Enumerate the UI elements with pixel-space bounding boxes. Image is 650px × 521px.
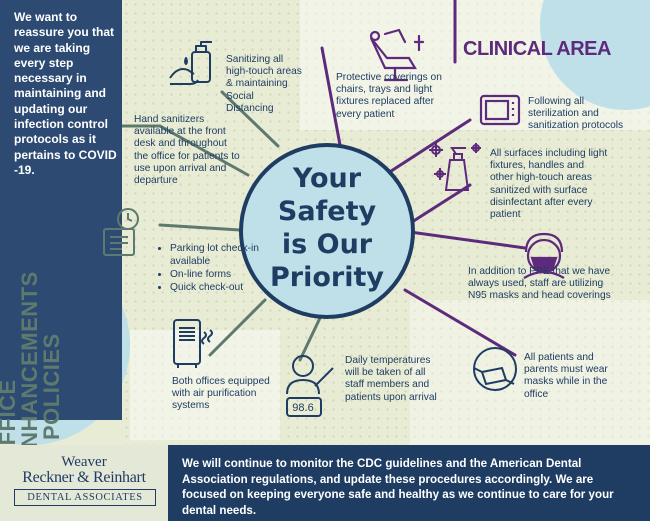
bottom-left-panel [130, 330, 280, 440]
line-sterilization [383, 118, 472, 177]
hand-sanitizers-text: Hand sanitizers available at the front d… [134, 114, 240, 187]
list-item: Parking lot check-in available [170, 242, 262, 268]
list-item: Quick check-out [170, 281, 262, 294]
line-parking [158, 223, 242, 232]
line-surfaces [410, 183, 472, 224]
intro-panel [0, 0, 122, 420]
title-line-1: Your [292, 163, 362, 194]
masked-staff-icon [523, 232, 565, 279]
clinical-area-heading: CLINICAL AREA [463, 38, 611, 60]
surfaces-text: All surfaces including light fixtures, h… [490, 148, 608, 221]
logo-panel [0, 445, 168, 521]
center-title: Your Safety is Our Priority [239, 162, 415, 294]
air-purifier-icon [173, 319, 213, 368]
sterilization-text: Following all sterilization and sanitiza… [528, 96, 624, 132]
connector-lines [108, 0, 527, 362]
title-line-3: is Our [281, 229, 373, 260]
line-patients [403, 288, 517, 357]
patients-masks-text: All patients and parents must wear masks… [524, 352, 608, 400]
parking-list: Parking lot check-in available On-line f… [158, 242, 262, 294]
logo-line2: Reckner & Reinhart [22, 469, 146, 486]
spray-disinfectant-icon [429, 143, 481, 191]
sanitizing-text: Sanitizing all high-touch areas & mainta… [226, 54, 302, 114]
temperatures-text: Daily temperatures will be taken of all … [345, 355, 437, 403]
office-label-line2: ENHANCEMENTS [17, 271, 42, 463]
thermometer-reading: 98.6 [292, 402, 314, 414]
list-item: On-line forms [170, 268, 262, 281]
line-air [208, 298, 267, 357]
footer-text: We will continue to monitor the CDC guid… [182, 457, 614, 517]
line-temperature [298, 316, 322, 362]
dental-chair-icon [369, 28, 425, 82]
protective-coverings-text: Protective coverings on chairs, trays an… [336, 72, 442, 120]
sterilizer-icon [479, 94, 521, 126]
title-line-4: Priority [270, 262, 384, 293]
clock-clipboard-icon [103, 208, 139, 256]
intro-text: We want to reassure you that we are taki… [14, 10, 117, 177]
thermometer-person-icon [286, 355, 334, 417]
logo-line3: DENTAL ASSOCIATES [14, 489, 156, 506]
line-sanitizing [220, 90, 280, 148]
line-hand-sanitizer [108, 124, 250, 177]
logo-line1: Weaver [61, 454, 107, 470]
title-line-2: Safety [277, 196, 377, 227]
line-protective [320, 46, 342, 147]
center-circle [239, 143, 415, 319]
hand-sanitizer-icon [169, 41, 212, 85]
office-enhancements-label: OFFICE ENHANCEMENTS & POLICIES [0, 223, 64, 463]
air-purification-text: Both offices equipped with air purificat… [172, 376, 270, 412]
patient-mask-icon [473, 347, 517, 391]
bottom-right-panel [410, 300, 650, 445]
ppe-text: In addition to PPE that we have always u… [468, 266, 611, 302]
line-ppe [408, 230, 527, 250]
office-label-line3: & POLICIES [39, 333, 64, 463]
